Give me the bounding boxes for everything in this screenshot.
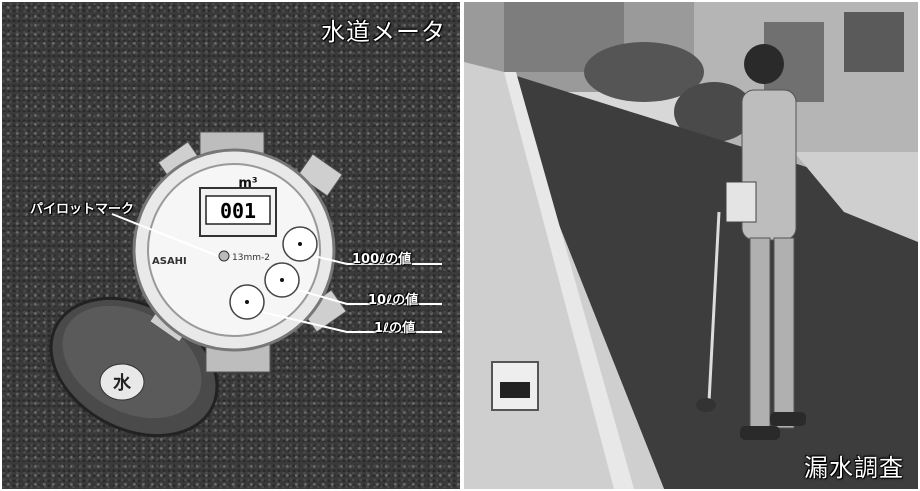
counter-window — [205, 195, 271, 225]
curb — [504, 72, 634, 489]
callout-lines — [111, 213, 442, 333]
detector-unit — [725, 181, 757, 223]
model-label: 13mm-2 — [232, 253, 270, 263]
water-meter-photo: 水 001 m³ ASAHI 13mm-2 — [2, 2, 460, 489]
dial-1l — [229, 284, 265, 320]
unit-label: m³ — [238, 176, 257, 191]
leak-survey-caption: 漏水調査 — [804, 454, 904, 482]
pilot-mark — [218, 250, 230, 262]
pilot-mark-label: パイロットマーク — [30, 202, 135, 217]
brand-label: ASAHI — [152, 256, 187, 267]
inspector — [696, 44, 806, 440]
dial-100l — [282, 226, 318, 262]
headphones — [744, 44, 784, 84]
dial-10l-label: 10ℓの値 — [368, 293, 419, 308]
probe-sensor — [696, 398, 716, 412]
water-meter-illustration: 水 001 m³ ASAHI 13mm-2 — [49, 131, 442, 438]
water-meter-caption: 水道メータ — [321, 18, 446, 46]
dial-10l — [264, 262, 300, 298]
dial-100l-label: 100ℓの値 — [352, 252, 412, 267]
probe-rod — [707, 211, 721, 403]
leak-survey-photo: 漏水調査 — [464, 2, 918, 489]
dial-1l-label: 1ℓの値 — [374, 321, 416, 336]
lid-marking: 水 — [113, 372, 132, 394]
leak-survey-illustration — [464, 2, 918, 489]
counter-digits: 001 — [220, 199, 256, 223]
